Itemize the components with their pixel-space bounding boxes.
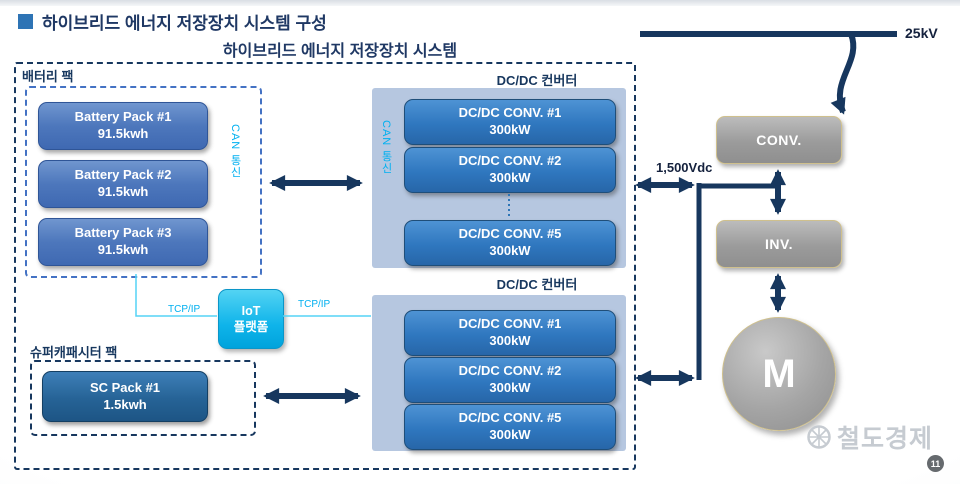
dcdc-upper-unit-2-power: 300kW (489, 170, 531, 185)
dcdc-upper-unit-1-name: DC/DC CONV. #1 (458, 105, 562, 121)
dcdc-lower-unit-1-power: 300kW (489, 333, 531, 348)
wheel-logo-icon (807, 425, 831, 449)
tcpip-right-label: TCP/IP (298, 299, 331, 310)
dcdc-lower-unit-1: DC/DC CONV. #1 300kW (404, 310, 616, 356)
dcdc-upper-unit-1-power: 300kW (489, 122, 531, 137)
converter-label: CONV. (756, 132, 802, 148)
battery-pack-2-name: Battery Pack #2 (74, 167, 172, 183)
dcdc-upper-unit-2: DC/DC CONV. #2 300kW (404, 147, 616, 193)
header-bullet-icon (18, 14, 33, 29)
battery-pack-1-capacity: 91.5kwh (97, 126, 149, 141)
tcpip-left-label: TCP/IP (168, 304, 201, 315)
motor-label: M (762, 351, 796, 396)
watermark: 철도경제 (806, 419, 933, 455)
sc-pack-1-capacity: 1.5kwh (103, 396, 147, 412)
battery-pack-3: Battery Pack #3 91.5kwh (38, 218, 208, 266)
inverter-label: INV. (765, 236, 793, 252)
battery-section-label: 배터리 팩 (22, 69, 74, 84)
page-number-badge: 11 (927, 455, 944, 472)
system-boundary-box (14, 62, 636, 470)
converter-box: CONV. (716, 116, 842, 164)
watermark-text: 철도경제 (837, 425, 934, 453)
dcdc-lower-unit-5-name: DC/DC CONV. #5 (458, 410, 562, 426)
dc-link-voltage-label: 1,500Vdc (656, 160, 713, 175)
inverter-box: INV. (716, 220, 842, 268)
dcdc-upper-unit-5-power: 300kW (489, 243, 531, 258)
slide-header: 하이브리드 에너지 저장장치 시스템 구성 (18, 9, 327, 34)
hv-feed-drop-arrow (830, 32, 857, 115)
battery-can-label: CAN 통신 (229, 124, 241, 179)
iot-platform-line1: IoT (241, 303, 261, 318)
iot-platform-box: IoT 플랫폼 (218, 289, 284, 349)
battery-pack-2-capacity: 91.5kwh (97, 184, 149, 199)
sc-pack-1-name: SC Pack #1 (89, 379, 161, 395)
dcdc-upper-can-label: CAN 통신 (380, 120, 392, 175)
dcdc-lower-unit-1-name: DC/DC CONV. #1 (458, 316, 562, 332)
battery-pack-2: Battery Pack #2 91.5kwh (38, 160, 208, 208)
dcdc-lower-unit-2: DC/DC CONV. #2 300kW (404, 357, 616, 403)
battery-pack-1-name: Battery Pack #1 (74, 109, 172, 125)
battery-pack-3-capacity: 91.5kwh (97, 242, 149, 257)
dcdc-upper-unit-5-name: DC/DC CONV. #5 (458, 226, 562, 242)
dcdc-lower-unit-2-power: 300kW (489, 380, 531, 395)
dcdc-upper-unit-5: DC/DC CONV. #5 300kW (404, 220, 616, 266)
dcdc-lower-label: DC/DC 컨버터 (496, 277, 578, 292)
sc-pack-group-box (30, 360, 256, 436)
sc-pack-1: SC Pack #1 1.5kwh (42, 371, 208, 422)
dcdc-upper-unit-1: DC/DC CONV. #1 300kW (404, 99, 616, 145)
dcdc-upper-unit-2-name: DC/DC CONV. #2 (458, 153, 562, 169)
dcdc-lower-unit-2-name: DC/DC CONV. #2 (458, 363, 562, 379)
iot-platform-line2: 플랫폼 (233, 320, 269, 334)
slide-top-band (0, 0, 960, 6)
motor-circle: M (722, 317, 836, 431)
dcdc-upper-label: DC/DC 컨버터 (496, 73, 578, 88)
diagram-title: 하이브리드 에너지 저장장치 시스템 (222, 43, 458, 60)
hv-25kv-label: 25kV (905, 25, 938, 41)
dcdc-lower-unit-5: DC/DC CONV. #5 300kW (404, 404, 616, 450)
sc-section-label: 슈퍼캐패시터 팩 (30, 345, 118, 360)
battery-pack-3-name: Battery Pack #3 (74, 225, 172, 241)
battery-pack-1: Battery Pack #1 91.5kwh (38, 102, 208, 150)
dcdc-lower-unit-5-power: 300kW (489, 427, 531, 442)
page-title: 하이브리드 에너지 저장장치 시스템 구성 (42, 14, 327, 33)
